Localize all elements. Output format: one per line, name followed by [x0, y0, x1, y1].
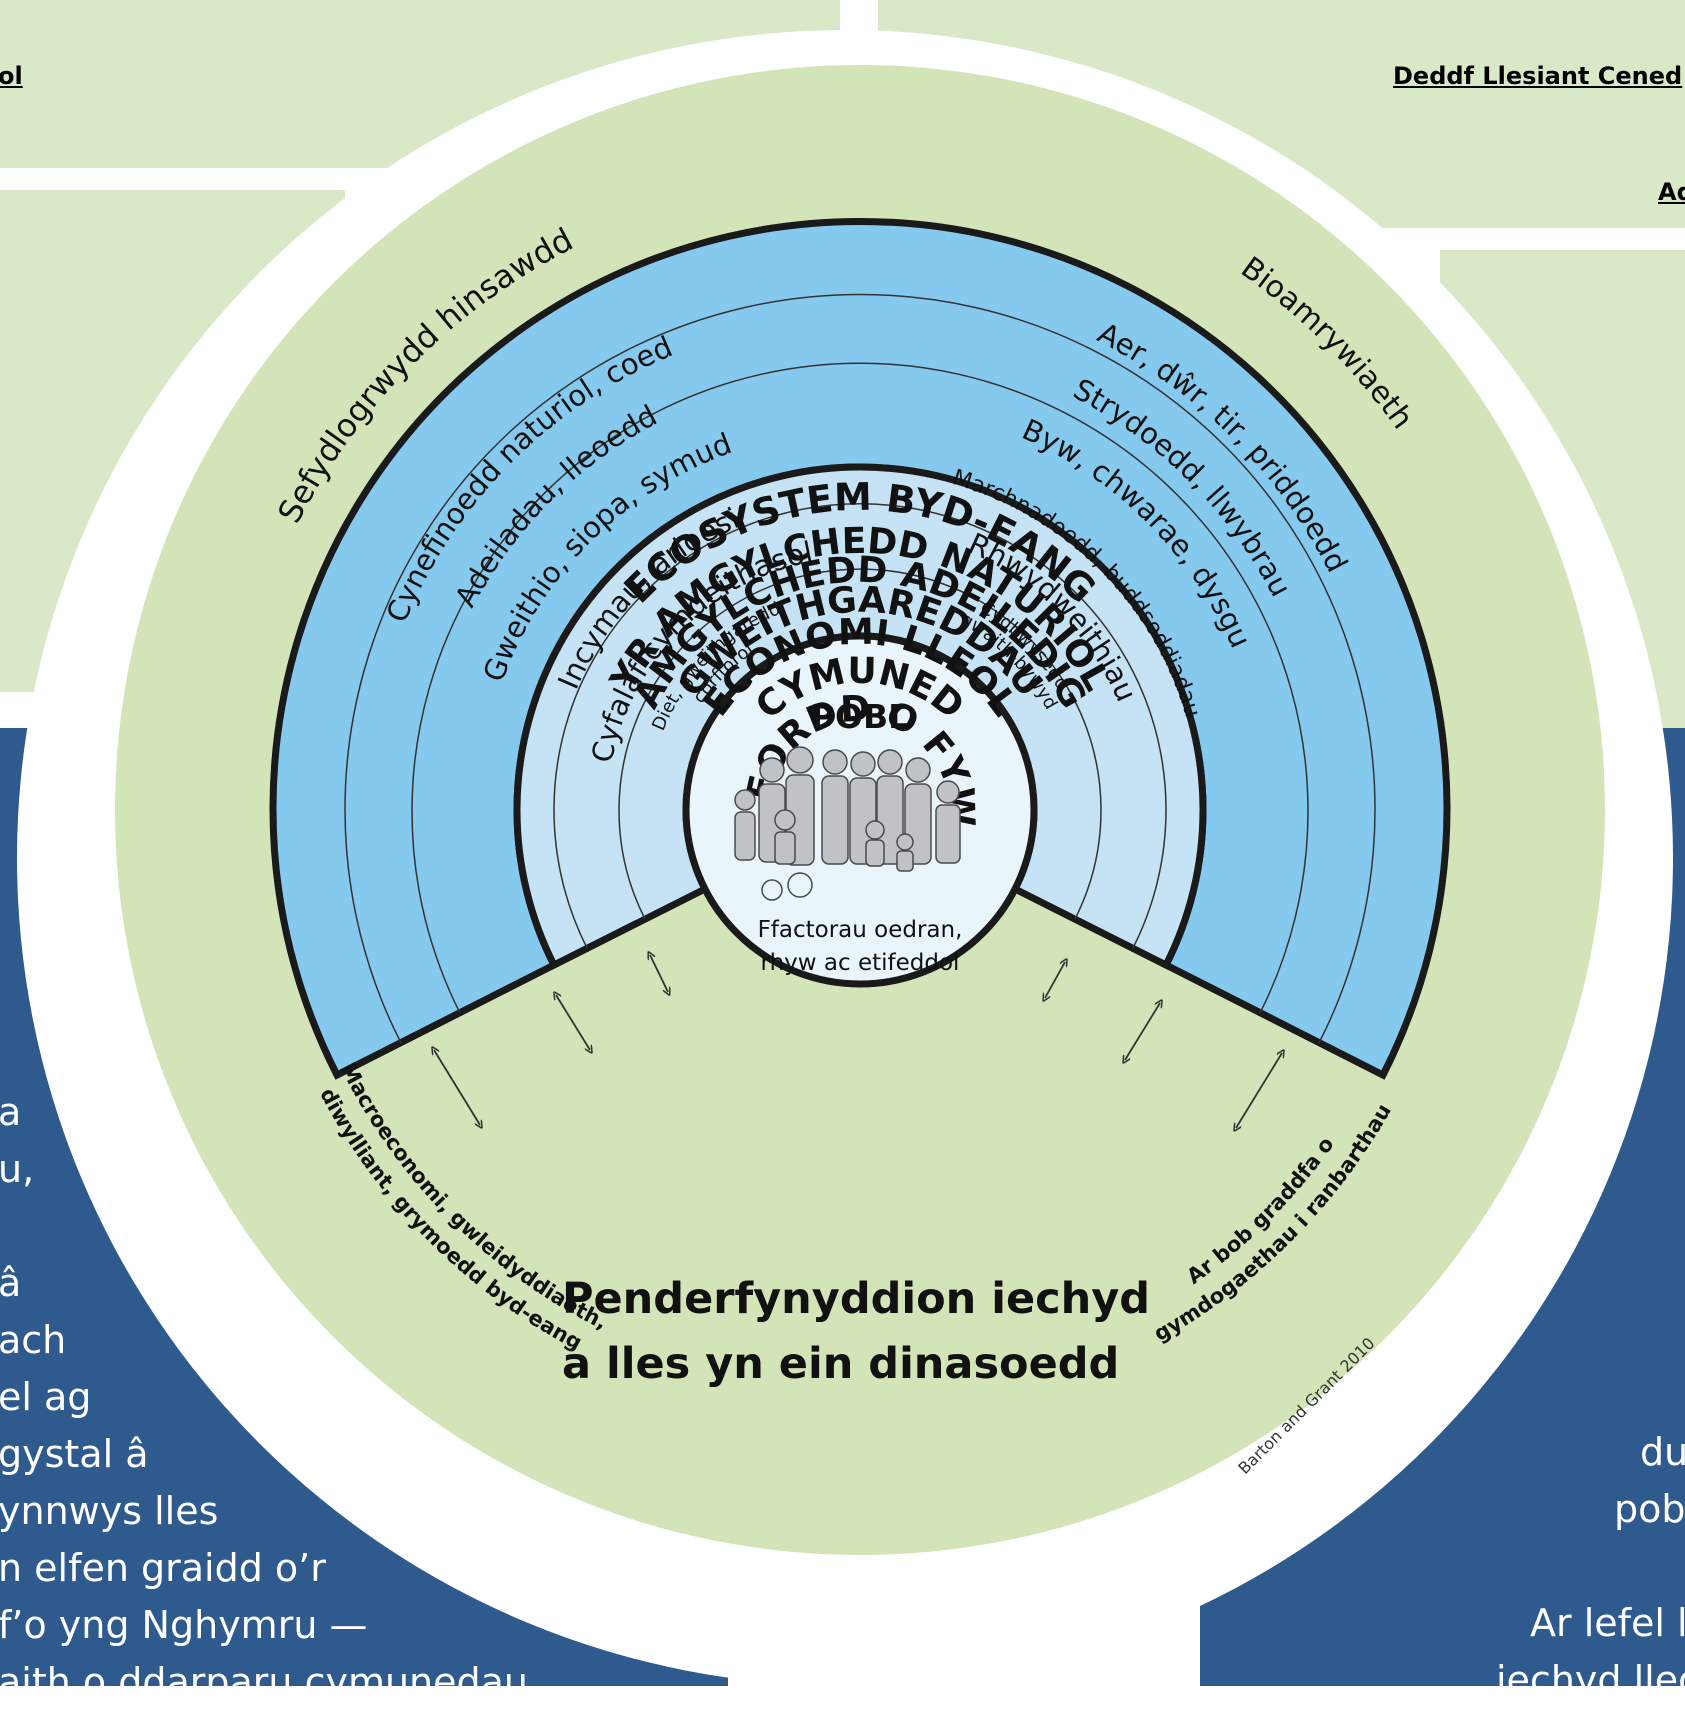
left-body-text: a u, â ach el ag gystal â ynnwys lles n … [0, 1084, 528, 1711]
ring-label-people: POBL [811, 697, 909, 736]
left-text-line: â [0, 1261, 22, 1305]
double-arrow-icon [1045, 962, 1065, 998]
double-arrow-icon [434, 1050, 480, 1125]
double-arrow-icon [556, 995, 590, 1050]
left-text-line: n elfen graidd o’r [0, 1546, 326, 1590]
right-text-line: Ar lefel le [1530, 1601, 1685, 1645]
ring-divider [344, 293, 1376, 1044]
center-text-line-2: rhyw ac etifeddol [761, 950, 960, 976]
left-text-line: ach [0, 1318, 67, 1362]
right-subheading: Adr [1658, 178, 1685, 206]
double-arrow-icon [650, 955, 668, 992]
diagram-title-line-2: a lles yn ein dinasoedd [562, 1339, 1119, 1389]
left-text-line: a [0, 1090, 22, 1134]
double-arrow-icon [1125, 1003, 1160, 1060]
people-silhouettes-icon [734, 746, 961, 901]
top-right-heading: Deddf Llesiant Cened [1393, 62, 1683, 90]
left-text-line: ynnwys lles [0, 1489, 219, 1533]
center-text-line-1: Ffactorau oedran, [758, 917, 963, 943]
left-text-line: f’o yng Nghymru — [0, 1603, 368, 1647]
left-text-line: u, [0, 1147, 35, 1191]
left-text-line: gystal â [0, 1432, 149, 1476]
ring-divider [618, 568, 1102, 920]
right-text-line: du [1640, 1430, 1685, 1474]
top-left-heading: ol [0, 62, 23, 90]
scale-arrows [434, 955, 1282, 1128]
right-text-line: pob [1614, 1487, 1685, 1531]
diagram-title-line-1: Penderfynyddion iechyd [562, 1274, 1150, 1324]
ring-divider [553, 503, 1167, 949]
ring-divider [411, 362, 1309, 1014]
double-arrow-icon [1236, 1053, 1282, 1128]
left-text-line: el ag [0, 1375, 92, 1419]
